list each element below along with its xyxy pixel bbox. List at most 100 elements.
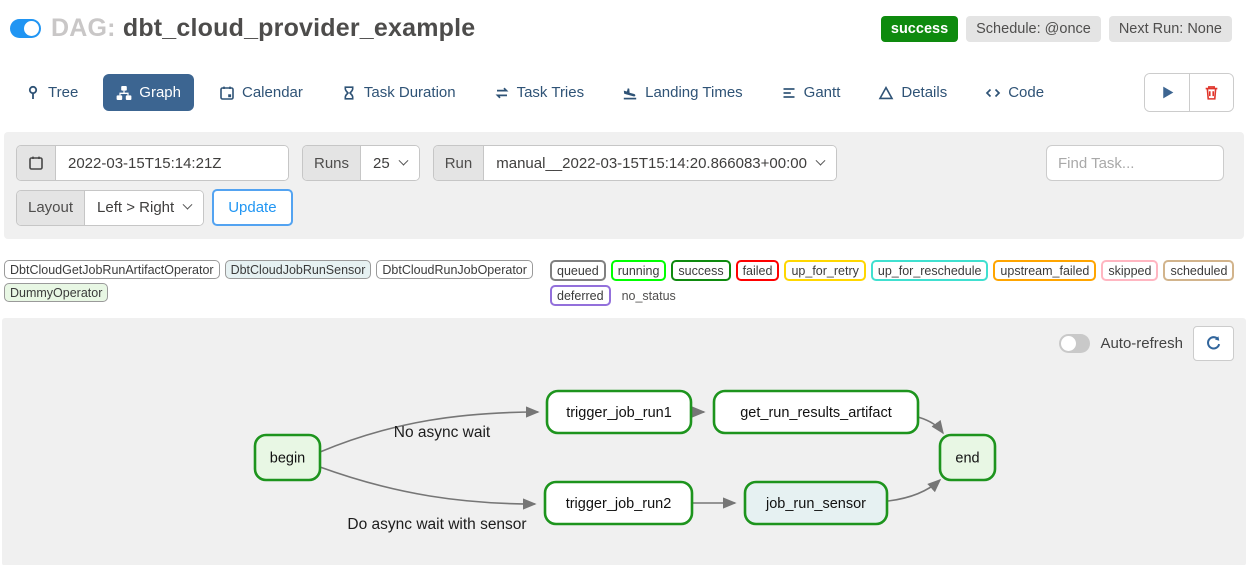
trigger-dag-button[interactable] xyxy=(1145,74,1189,111)
graph-node-trigger_job_run2[interactable]: trigger_job_run2 xyxy=(543,480,694,526)
node-label: job_run_sensor xyxy=(765,496,866,512)
trash-icon xyxy=(1205,86,1218,100)
plane-landing-icon xyxy=(623,87,637,99)
legend-operator-badge: DummyOperator xyxy=(4,283,109,302)
gantt-bars-icon xyxy=(783,87,795,98)
refresh-icon xyxy=(1207,336,1221,350)
legend-status-badge: up_for_retry xyxy=(784,260,866,281)
tab-details[interactable]: Details xyxy=(865,74,960,111)
layout-select[interactable]: Left > Right xyxy=(85,190,204,225)
next-run-badge: Next Run: None xyxy=(1108,15,1232,42)
tab-task-duration[interactable]: Task Duration xyxy=(328,74,469,111)
runs-label: Runs xyxy=(303,146,362,180)
legend-status-badge: queued xyxy=(550,260,606,281)
status-row: deferred no_status xyxy=(550,285,1234,306)
run-value: manual__2022-03-15T15:14:20.866083+00:00 xyxy=(496,154,807,172)
graph-edge-begin-to-trigger_job_run2 xyxy=(319,466,537,510)
tab-label: Tree xyxy=(48,84,79,101)
node-label: trigger_job_run1 xyxy=(566,405,672,421)
auto-refresh-toggle[interactable] xyxy=(1059,334,1091,353)
datepicker-button[interactable] xyxy=(17,146,56,180)
graph-node-end[interactable]: end xyxy=(938,433,997,482)
tab-label: Task Tries xyxy=(516,84,585,101)
graph-node-job_run_sensor[interactable]: job_run_sensor xyxy=(743,480,889,526)
tab-label: Details xyxy=(901,84,948,101)
legend-status-badge: skipped xyxy=(1101,260,1159,281)
calendar-icon xyxy=(220,86,234,100)
run-select[interactable]: manual__2022-03-15T15:14:20.866083+00:00 xyxy=(484,146,836,180)
tab-task-tries[interactable]: Task Tries xyxy=(481,74,598,111)
runs-select[interactable]: 25 xyxy=(361,146,419,180)
graph-node-begin[interactable]: begin xyxy=(253,433,322,482)
play-icon xyxy=(1162,86,1173,99)
execution-date-group xyxy=(16,145,289,181)
tab-calendar[interactable]: Calendar xyxy=(206,74,316,111)
tab-label: Graph xyxy=(139,84,181,101)
graph-node-get_run_results_artifact[interactable]: get_run_results_artifact xyxy=(712,389,920,435)
dag-pause-toggle[interactable] xyxy=(10,19,41,38)
legend-operator-badge: DbtCloudRunJobOperator xyxy=(376,260,533,279)
run-group: Run manual__2022-03-15T15:14:20.866083+0… xyxy=(432,145,837,181)
node-label: end xyxy=(955,451,979,467)
tab-label: Gantt xyxy=(803,84,841,101)
edge-label: Do async wait with sensor xyxy=(347,516,526,533)
legend-operator-badge: DbtCloudJobRunSensor xyxy=(224,260,372,279)
chevron-down-icon xyxy=(182,199,193,210)
graph-panel: Auto-refresh No async wait Do async wait … xyxy=(2,318,1246,565)
tab-label: Calendar xyxy=(242,84,303,101)
auto-refresh-label: Auto-refresh xyxy=(1100,335,1183,352)
tab-bar: Tree Graph Calendar Task Duration Task T… xyxy=(0,73,1248,112)
legend-status-badge: up_for_reschedule xyxy=(870,260,989,281)
legend-status-badge: upstream_failed xyxy=(993,260,1097,281)
graph-edge-job_run_sensor-to-end xyxy=(887,478,942,502)
tab-tree[interactable]: Tree xyxy=(12,74,91,111)
legend-operator-badge: DbtCloudGetJobRunArtifactOperator xyxy=(4,260,220,279)
graph-edge-begin-to-trigger_job_run1 xyxy=(319,406,540,453)
chevron-down-icon xyxy=(398,155,409,166)
tab-landing-times[interactable]: Landing Times xyxy=(609,74,756,111)
page-title: DAG: dbt_cloud_provider_example xyxy=(51,14,475,43)
update-button[interactable]: Update xyxy=(212,189,293,226)
graph-node-trigger_job_run1[interactable]: trigger_job_run1 xyxy=(545,389,693,435)
tab-graph[interactable]: Graph xyxy=(103,74,194,111)
code-icon xyxy=(986,88,1001,97)
dag-graph: No async wait Do async wait with sensor be… xyxy=(253,389,997,533)
refresh-button[interactable] xyxy=(1193,326,1234,361)
edge-label: No async wait xyxy=(394,424,491,441)
node-label: trigger_job_run2 xyxy=(566,496,672,512)
layout-label: Layout xyxy=(17,190,86,225)
run-label: Run xyxy=(433,146,485,180)
pin-icon xyxy=(28,85,38,99)
calendar-icon xyxy=(29,156,43,170)
node-label: begin xyxy=(270,451,305,467)
delete-dag-button[interactable] xyxy=(1189,74,1233,111)
tab-label: Code xyxy=(1008,84,1045,101)
layout-value: Left > Right xyxy=(97,199,175,216)
legend-status-badge: success xyxy=(671,260,731,281)
legend-no-status-label: no_status xyxy=(621,288,676,303)
node-label: get_run_results_artifact xyxy=(740,405,892,421)
execution-date-input[interactable] xyxy=(56,146,288,180)
hourglass-icon xyxy=(344,85,354,100)
legend-status-badge: failed xyxy=(735,260,780,281)
runs-group: Runs 25 xyxy=(302,145,420,181)
legend-status-badge: deferred xyxy=(550,285,611,306)
find-task-input[interactable] xyxy=(1046,145,1224,181)
tab-code[interactable]: Code xyxy=(972,74,1057,111)
triangle-icon xyxy=(878,85,894,99)
legend-status-badge: running xyxy=(610,260,667,281)
tab-gantt[interactable]: Gantt xyxy=(768,74,854,111)
dag-title: dbt_cloud_provider_example xyxy=(122,14,476,42)
tab-label: Task Duration xyxy=(363,84,456,101)
schedule-badge: Schedule: @once xyxy=(966,15,1101,42)
status-badge: success xyxy=(880,15,959,42)
repeat-icon xyxy=(495,87,509,98)
layout-group: Layout Left > Right xyxy=(16,189,205,226)
tab-label: Landing Times xyxy=(645,84,743,101)
operator-row: DummyOperator xyxy=(4,283,550,302)
